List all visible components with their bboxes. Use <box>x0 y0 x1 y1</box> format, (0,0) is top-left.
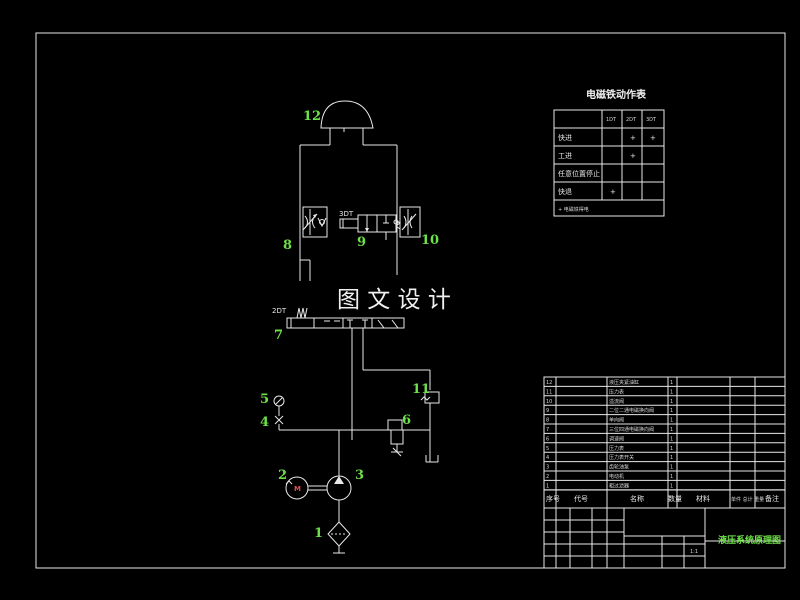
label-12: 12 <box>303 109 321 124</box>
bom-header-1: 代号 <box>574 494 588 503</box>
bom-name: 二位二通电磁换向阀 <box>609 407 654 414</box>
label-2: 2 <box>278 468 287 483</box>
valve-code-3dt: 3DT <box>339 210 354 218</box>
valve-code-2dt: 2DT <box>272 307 287 315</box>
bom-qty: 1 <box>670 418 673 424</box>
filter-1 <box>327 521 351 554</box>
scale-value: 1:1 <box>690 549 698 555</box>
pump-3 <box>326 430 352 522</box>
bom-no: 7 <box>546 427 549 433</box>
action-cell: + <box>610 188 616 196</box>
bom-qty: 1 <box>670 408 673 414</box>
action-row-label: 任意位置停止 <box>558 169 600 178</box>
flow-control-valve-6 <box>387 419 404 457</box>
cylinder-12 <box>320 100 374 145</box>
bom-no: 10 <box>546 399 552 405</box>
bom-no: 5 <box>546 446 549 452</box>
bom-qty: 1 <box>670 455 673 461</box>
bom-header-2: 名称 <box>630 494 644 503</box>
action-row-label: 工进 <box>558 152 572 160</box>
bom-name: 粗过滤器 <box>609 482 629 489</box>
label-10: 10 <box>421 233 439 248</box>
drawing-frame <box>35 32 786 569</box>
bom-header-0: 序号 <box>546 494 560 503</box>
bom-name: 压力表开关 <box>609 454 634 461</box>
bom-qty: 1 <box>670 399 673 405</box>
bom-header-6: 备注 <box>765 494 779 503</box>
bom-no: 11 <box>546 389 552 395</box>
bom-no: 4 <box>546 455 549 461</box>
bom-no: 8 <box>546 418 549 424</box>
bom-name: 溢流阀 <box>609 398 624 405</box>
upper-piping <box>299 144 398 281</box>
pressure-gauge-5 <box>273 395 285 416</box>
bom-name: 单向阀 <box>609 417 624 424</box>
bom-name: 压力表 <box>609 445 624 452</box>
label-9: 9 <box>357 235 366 250</box>
bom-no: 1 <box>546 483 549 489</box>
directional-valve-7 <box>286 307 431 440</box>
action-cell: + <box>650 134 656 142</box>
action-cell: + <box>630 134 636 142</box>
bom-qty: 1 <box>670 446 673 452</box>
solenoid-valve-9 <box>339 214 401 240</box>
bom-name: 调速阀 <box>609 435 624 442</box>
bom-name: 三位四通电磁换向阀 <box>609 426 654 433</box>
gauge-switch-4 <box>274 415 284 430</box>
action-cell: + <box>630 152 636 160</box>
motor-2 <box>285 476 327 500</box>
label-8: 8 <box>283 238 292 253</box>
title-block <box>543 489 786 569</box>
action-table-title: 电磁铁动作表 <box>586 88 647 101</box>
bom-header-5: 单件 总计 重量 <box>731 496 764 503</box>
drawing-title: 液压系统原理图 <box>718 534 781 546</box>
bom-qty: 1 <box>670 474 673 480</box>
action-col-0: 1DT <box>606 117 617 123</box>
bom-no: 2 <box>546 474 549 480</box>
bom-no: 12 <box>546 380 552 386</box>
bom-name: 液压夹紧油缸 <box>609 379 639 386</box>
bom-name: 齿轮油泵 <box>609 464 629 471</box>
bom-qty: 1 <box>670 380 673 386</box>
bom-header-4: 材料 <box>696 494 710 503</box>
bom-header-3: 数量 <box>668 494 682 503</box>
throttle-check-valve-8 <box>302 206 328 238</box>
bom-qty: 1 <box>670 465 673 471</box>
watermark-text: 图 文 设 计 <box>337 287 451 313</box>
bom-qty: 1 <box>670 389 673 395</box>
action-table-note: + 电磁铁得电 <box>558 206 589 213</box>
throttle-check-valve-10 <box>393 206 421 238</box>
bom-qty: 1 <box>670 483 673 489</box>
label-1: 1 <box>314 526 323 541</box>
relief-valve-11 <box>420 391 440 463</box>
motor-letter: M <box>294 485 301 493</box>
action-col-2: 3DT <box>646 117 657 123</box>
bom-qty: 1 <box>670 436 673 442</box>
label-11: 11 <box>412 382 430 397</box>
bom-no: 3 <box>546 465 549 471</box>
bom-no: 6 <box>546 436 549 442</box>
label-6: 6 <box>402 413 411 428</box>
label-3: 3 <box>355 468 364 483</box>
action-row-label: 快退 <box>558 187 572 196</box>
bom-qty: 1 <box>670 427 673 433</box>
bom-name: 电动机 <box>609 473 624 480</box>
bom-no: 9 <box>546 408 549 414</box>
bom-name: 压力表 <box>609 388 624 395</box>
label-7: 7 <box>274 328 283 343</box>
action-row-label: 快进 <box>558 133 572 142</box>
action-col-1: 2DT <box>626 117 637 123</box>
label-4: 4 <box>260 415 269 430</box>
label-5: 5 <box>260 392 269 407</box>
